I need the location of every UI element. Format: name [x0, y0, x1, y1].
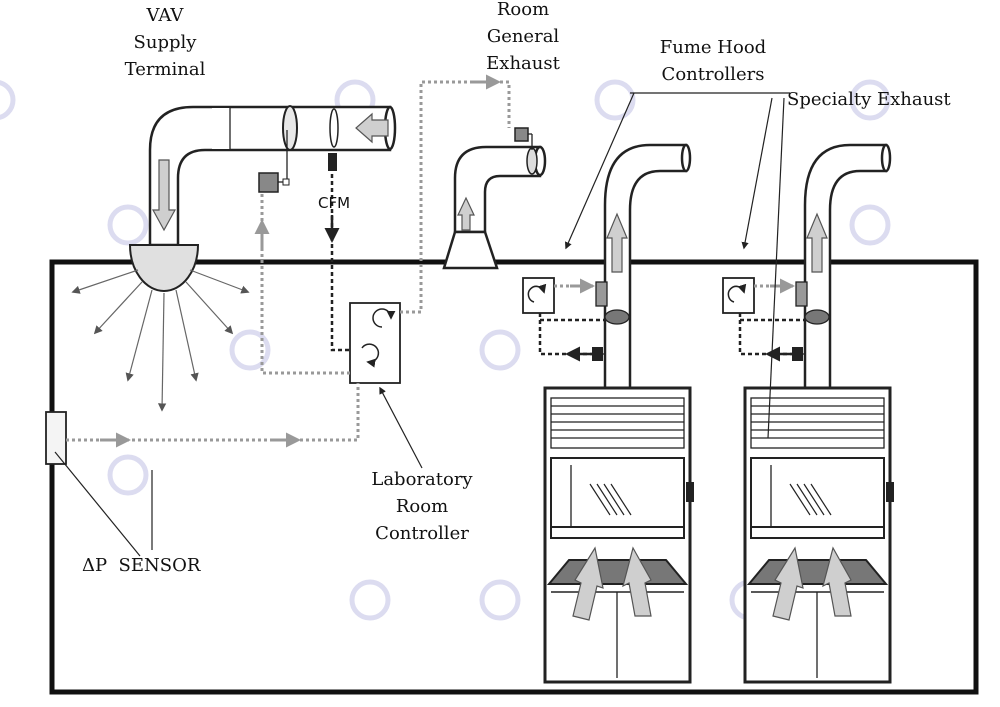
- signal-lines: [66, 74, 805, 448]
- room-exhaust-label-line-2: General: [486, 26, 560, 47]
- room-outline: [49, 259, 979, 695]
- vav-label-line-3: Terminal: [124, 59, 206, 80]
- room-general-exhaust-label: Room General Exhaust: [462, 0, 584, 77]
- supply-diffuser: [128, 244, 200, 292]
- cfm-sensor: [328, 153, 337, 171]
- vav-actuator: [258, 130, 290, 193]
- specialty-exhaust-label: Specialty Exhaust: [787, 89, 951, 110]
- fume-hood-controllers-label: Fume Hood Controllers: [638, 34, 788, 88]
- specialty-exhaust-stack-1: [592, 143, 692, 392]
- dp-sensor: [45, 411, 67, 465]
- room-general-exhaust-duct: [442, 127, 547, 270]
- lab-controller-label-line-1: Laboratory: [371, 469, 473, 490]
- room-exhaust-label-line-3: Exhaust: [486, 53, 560, 74]
- leader-lines: [54, 92, 790, 557]
- laboratory-room-controller-label: Laboratory Room Controller: [352, 466, 492, 547]
- fume-hood-controller-2: [722, 277, 755, 314]
- room-exhaust-label-line-1: Room: [496, 0, 550, 20]
- fume-hood-controller-1: [522, 277, 555, 314]
- vav-label-line-1: VAV: [146, 5, 184, 26]
- vav-label-line-2: Supply: [133, 32, 197, 53]
- fume-hood-label-line-2: Controllers: [661, 64, 765, 85]
- lab-controller-label-line-2: Room: [395, 496, 449, 517]
- vav-supply-terminal-label: VAV Supply Terminal: [105, 2, 225, 83]
- specialty-exhaust-stack-2: [792, 143, 892, 392]
- cfm-label: CFM: [318, 194, 351, 212]
- lab-controller-label-line-3: Controller: [375, 523, 469, 544]
- fume-hood-1: [543, 386, 694, 684]
- vav-supply-duct: [128, 105, 397, 292]
- fume-hood-2: [743, 386, 894, 684]
- supply-air-arrows: [71, 269, 250, 412]
- fume-hood-label-line-1: Fume Hood: [659, 37, 767, 58]
- dp-sensor-label: ΔP SENSOR: [82, 555, 201, 576]
- laboratory-room-controller: [349, 302, 401, 384]
